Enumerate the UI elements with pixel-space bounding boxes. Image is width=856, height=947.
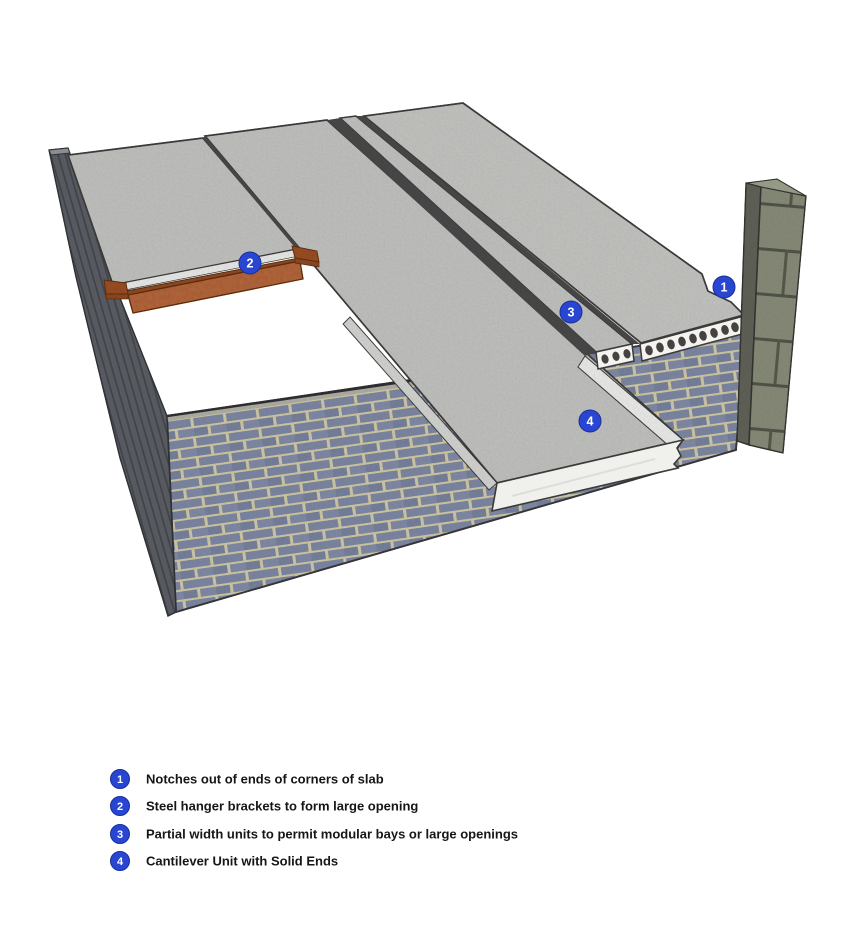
legend-number-1: 1 xyxy=(117,774,123,786)
marker-4-number: 4 xyxy=(587,415,594,429)
legend-label-1: Notches out of ends of corners of slab xyxy=(146,772,384,787)
legend-label-2: Steel hanger brackets to form large open… xyxy=(146,799,418,814)
legend-number-3: 3 xyxy=(117,829,123,841)
hollowcore-void xyxy=(656,342,664,353)
marker-3-badge xyxy=(559,300,583,324)
legend-number-2: 2 xyxy=(117,801,123,813)
legend-label-4: Cantilever Unit with Solid Ends xyxy=(146,854,338,869)
joint-line xyxy=(202,136,301,251)
bracket-front-face xyxy=(127,260,304,314)
legend-item-1: 1 Notches out of ends of corners of slab xyxy=(110,769,384,789)
opening-front-edge xyxy=(166,375,438,418)
joint-gap xyxy=(356,116,640,344)
marker-3-number: 3 xyxy=(568,306,575,320)
joint-gap xyxy=(327,118,596,356)
hollowcore-void xyxy=(699,330,707,341)
slab-end-faces xyxy=(490,315,747,513)
cantilever-left-side-face xyxy=(342,316,498,491)
hollowcore-void xyxy=(667,339,675,350)
legend-item-3: 3 Partial width units to permit modular … xyxy=(110,824,518,844)
column-top-face xyxy=(745,178,807,197)
marker-4: 4 xyxy=(578,409,602,433)
hollowcore-void xyxy=(645,345,653,356)
bracket-right-tab-front xyxy=(294,257,320,268)
legend-badge-4 xyxy=(110,851,130,871)
callout-markers: 1 2 3 4 xyxy=(238,251,736,433)
hollowcore-voids-right xyxy=(645,322,739,356)
marker-1-badge xyxy=(712,275,736,299)
marker-1: 1 xyxy=(712,275,736,299)
hollowcore-void xyxy=(612,351,620,361)
legend-badge-2 xyxy=(110,796,130,816)
legend-badge-1 xyxy=(110,769,130,789)
hollowcore-void xyxy=(689,333,697,344)
marker-3: 3 xyxy=(559,300,583,324)
legend: 1 Notches out of ends of corners of slab… xyxy=(110,769,518,871)
legend-number-4: 4 xyxy=(117,856,124,868)
marker-2: 2 xyxy=(238,251,262,275)
hollowcore-void xyxy=(601,354,609,364)
legend-label-3: Partial width units to permit modular ba… xyxy=(146,827,518,842)
hollowcore-voids-partial xyxy=(601,349,631,364)
legend-badge-3 xyxy=(110,824,130,844)
hollowcore-void xyxy=(678,336,686,347)
marker-4-badge xyxy=(578,409,602,433)
bracket-left-tab-front xyxy=(105,293,129,300)
marker-1-number: 1 xyxy=(721,281,728,295)
hollowcore-void xyxy=(731,322,739,333)
legend-item-2: 2 Steel hanger brackets to form large op… xyxy=(110,796,418,816)
hollowcore-void xyxy=(710,327,718,338)
stone-column xyxy=(736,178,807,454)
marker-2-badge xyxy=(238,251,262,275)
front-wall-top-course xyxy=(167,377,438,421)
hollowcore-void xyxy=(721,324,729,335)
solid-end-streak xyxy=(511,458,656,497)
legend-item-4: 4 Cantilever Unit with Solid Ends xyxy=(110,851,338,871)
hollowcore-void xyxy=(623,349,631,359)
marker-2-number: 2 xyxy=(247,257,254,271)
left-wall-top-cap xyxy=(48,147,71,156)
